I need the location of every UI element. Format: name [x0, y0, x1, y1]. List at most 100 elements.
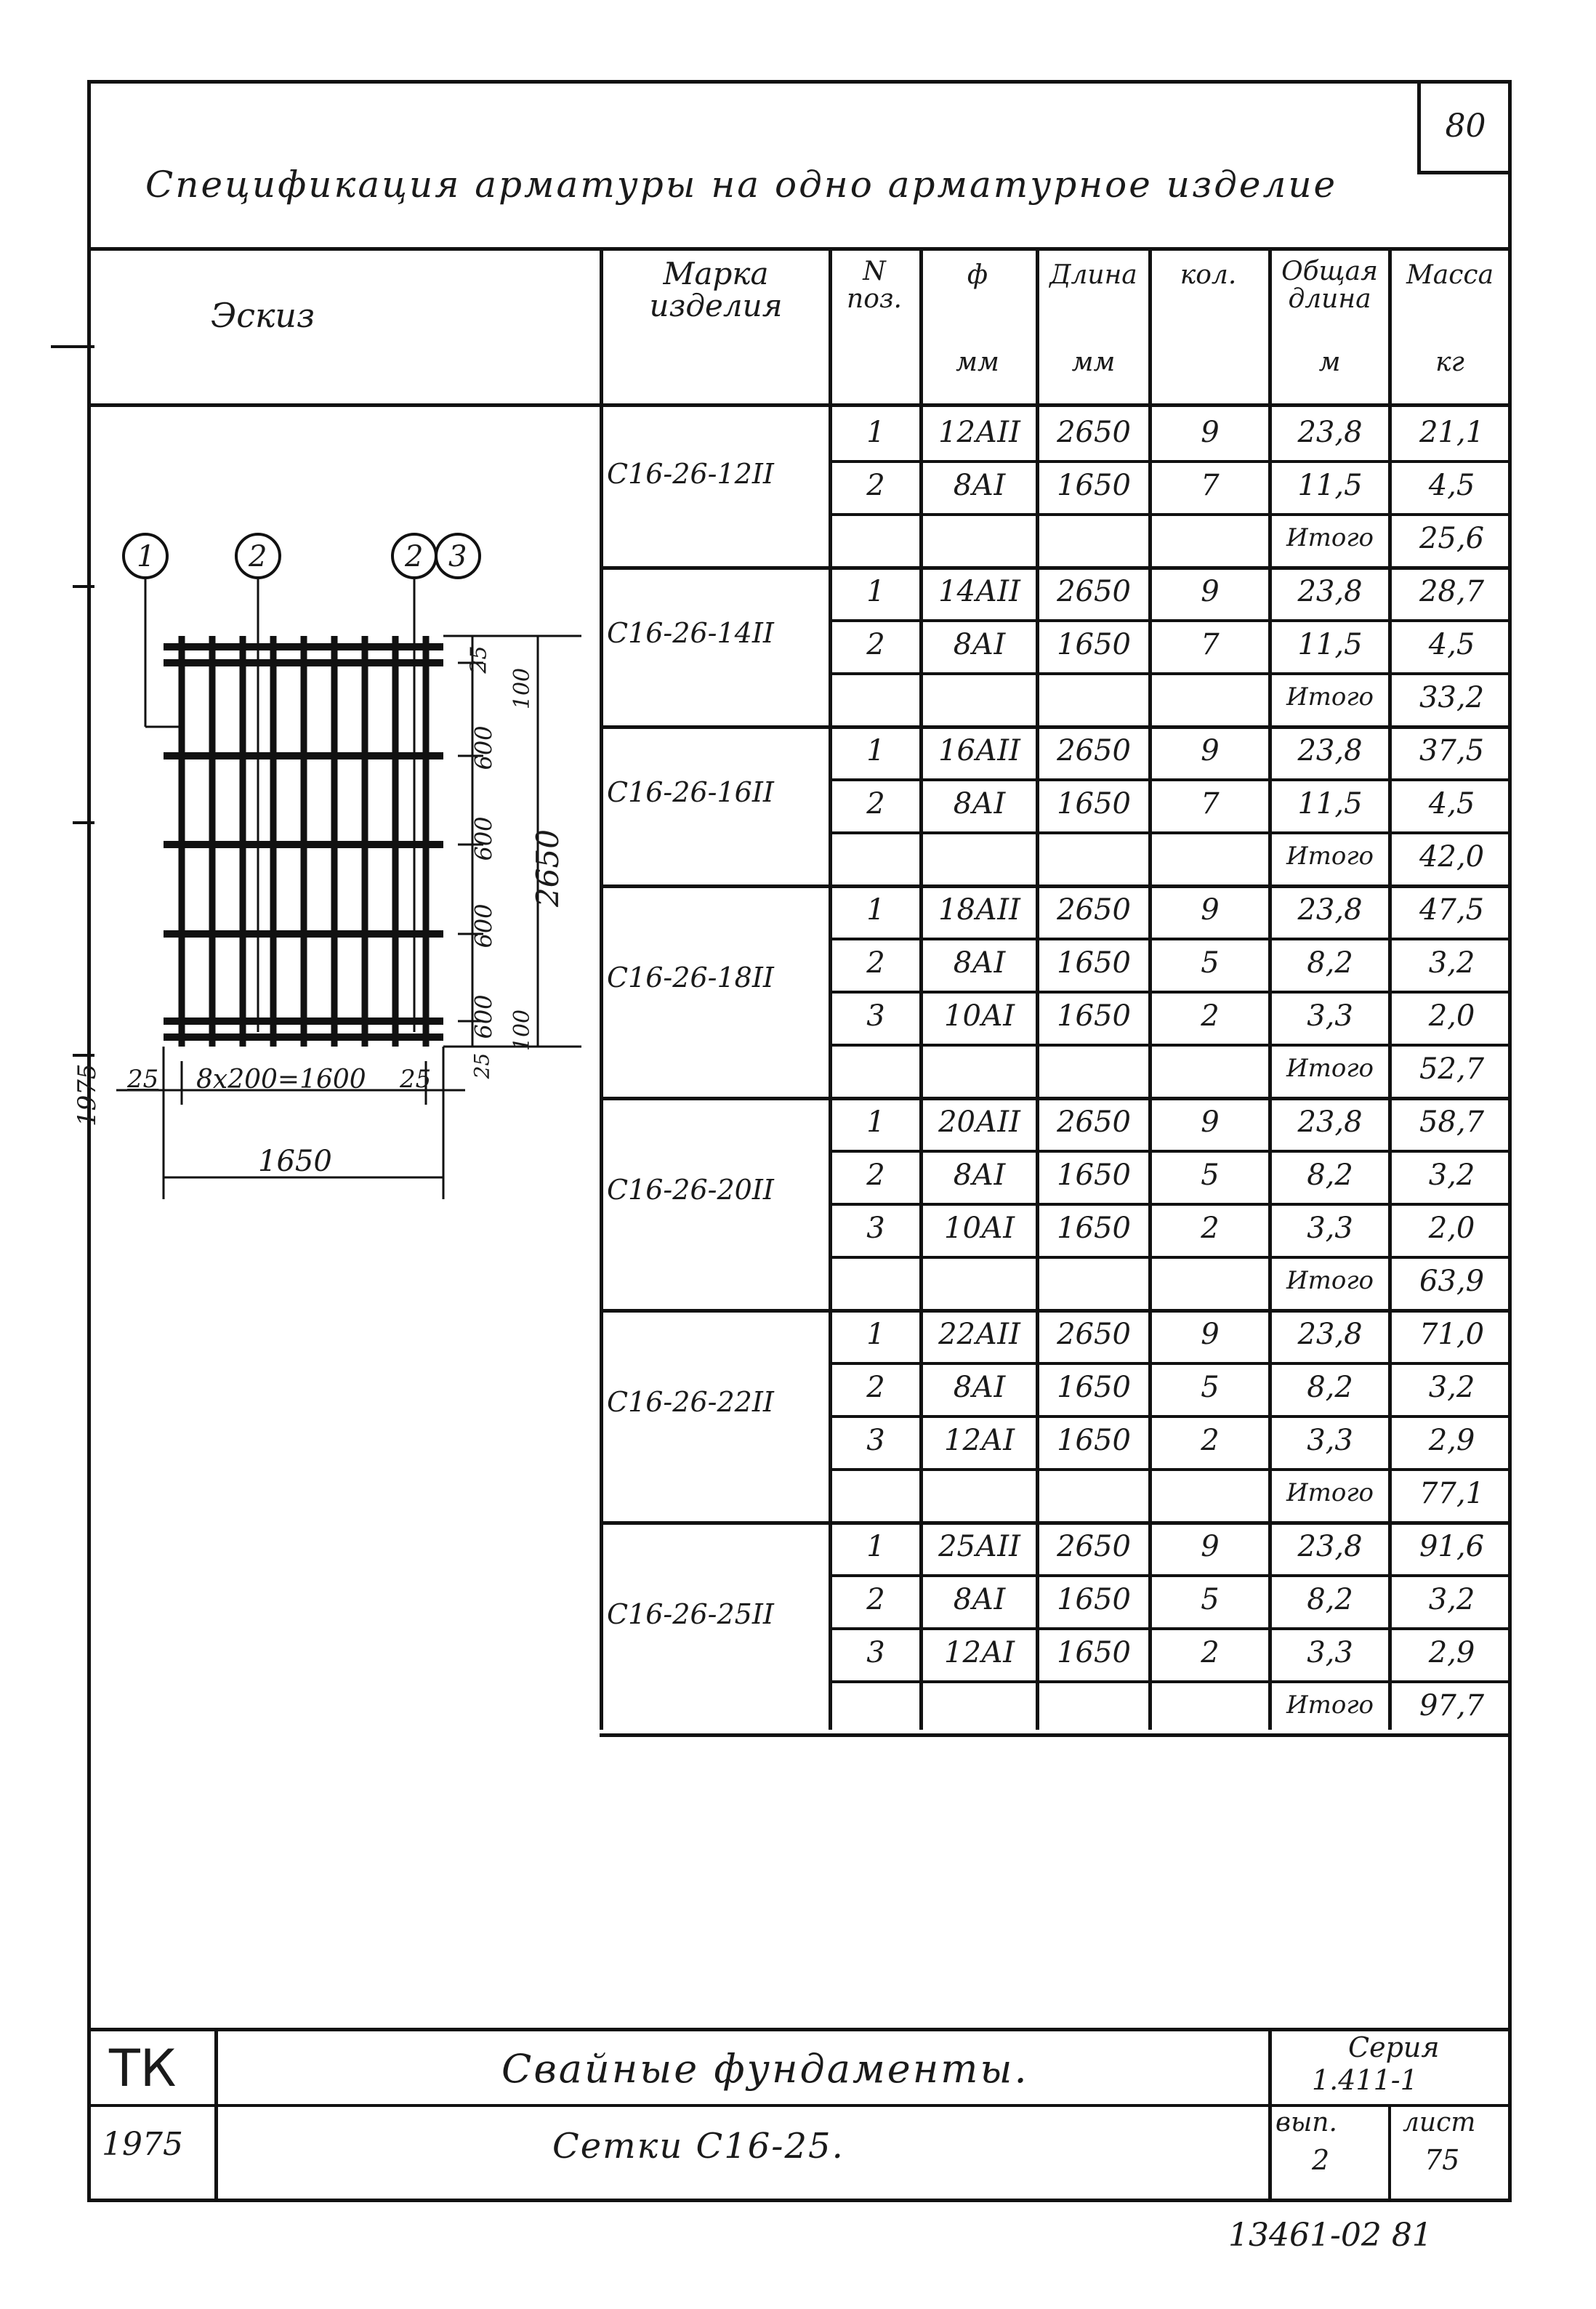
stamp-mid-line [87, 2104, 1512, 2107]
table-cell-tlen: 11,5 [1297, 787, 1363, 821]
total-label: Итого [1286, 1478, 1374, 1507]
table-cell-pos: 2 [866, 787, 885, 821]
stamp-sheet-value: 75 [1424, 2144, 1460, 2176]
table-cell-len: 2650 [1057, 1530, 1131, 1563]
table-cell-mass: 3,2 [1428, 1371, 1475, 1404]
header-length-unit: мм [1071, 347, 1116, 377]
table-cell-mass: 28,7 [1419, 575, 1485, 608]
dim-600-1: 600 [469, 725, 498, 770]
group-line [600, 725, 1512, 729]
table-cell-dia: 25АII [938, 1530, 1020, 1563]
table-cell-mass: 3,2 [1428, 946, 1475, 980]
page-title: Спецификация арматуры на одно арматурное… [145, 164, 1338, 206]
table-cell-tlen: 23,8 [1297, 734, 1363, 767]
table-cell-pos: 3 [866, 1212, 885, 1245]
header-mark: Марка изделия [649, 256, 783, 324]
callout-label-3: 3 [448, 540, 467, 573]
table-cell-mass: 91,6 [1419, 1530, 1485, 1563]
table-cell-pos: 1 [866, 734, 885, 767]
dim-100-top: 100 [509, 667, 536, 710]
table-cell-qty: 2 [1201, 1636, 1220, 1669]
table-cell-pos: 3 [866, 1636, 885, 1669]
table-cell-qty: 9 [1201, 416, 1220, 449]
table-cell-tlen: 8,2 [1307, 1583, 1353, 1616]
dim-right-25: 25 [400, 1065, 432, 1094]
table-cell-len: 2650 [1057, 1105, 1131, 1139]
table-cell-len: 1650 [1057, 999, 1131, 1033]
col-divider [1268, 247, 1272, 1730]
total-label: Итого [1286, 523, 1374, 552]
row-line [829, 1150, 1512, 1153]
row-line [829, 1574, 1512, 1577]
total-label: Итого [1286, 1054, 1374, 1083]
table-cell-qty: 7 [1201, 469, 1220, 502]
row-line [829, 619, 1512, 622]
callout-label-2b: 2 [405, 540, 424, 573]
table-cell-pos: 3 [866, 999, 885, 1033]
table-cell-dia: 12АI [944, 1424, 1015, 1457]
table-cell-mass: 2,0 [1428, 1212, 1475, 1245]
header-dia-unit: мм [956, 347, 999, 377]
callout-label-2a: 2 [249, 540, 267, 573]
table-cell-pos: 2 [866, 628, 885, 661]
total-mass: 33,2 [1419, 681, 1485, 714]
row-line [829, 1468, 1512, 1471]
dim-25-top: 25 [466, 645, 492, 674]
table-cell-mass: 4,5 [1428, 628, 1475, 661]
header-sketch: Эскиз [211, 296, 315, 335]
table-cell-pos: 1 [866, 1530, 885, 1563]
row-line [829, 513, 1512, 516]
col-divider [600, 247, 603, 1730]
stamp-issue-value: 2 [1312, 2144, 1330, 2176]
row-line [829, 1256, 1512, 1259]
table-cell-tlen: 3,3 [1307, 999, 1353, 1033]
group-line [600, 566, 1512, 570]
group-line [600, 1309, 1512, 1313]
margin-tick [73, 1054, 94, 1057]
table-cell-len: 1650 [1057, 1212, 1131, 1245]
table-cell-tlen: 8,2 [1307, 946, 1353, 980]
dim-600-4: 600 [469, 994, 498, 1039]
table-cell-len: 1650 [1057, 628, 1131, 661]
table-header-bottom-line [87, 403, 1512, 407]
table-cell-qty: 7 [1201, 787, 1220, 821]
dim-600-3: 600 [469, 903, 498, 948]
table-cell-tlen: 23,8 [1297, 575, 1363, 608]
table-cell-qty: 2 [1201, 1212, 1220, 1245]
stamp-code: ТК [109, 2039, 177, 2098]
table-cell-dia: 10АI [944, 999, 1015, 1033]
total-mass: 97,7 [1419, 1689, 1485, 1722]
table-cell-tlen: 3,3 [1307, 1636, 1353, 1669]
table-cell-tlen: 23,8 [1297, 893, 1363, 927]
col-divider [1388, 247, 1392, 1730]
product-mark: С16-26-20II [607, 1174, 774, 1206]
dim-total-height: 2650 [529, 829, 565, 907]
table-cell-len: 1650 [1057, 946, 1131, 980]
col-divider [1036, 247, 1039, 1730]
col-divider [1148, 247, 1152, 1730]
table-cell-mass: 47,5 [1419, 893, 1485, 927]
product-mark: С16-26-14II [607, 616, 774, 649]
header-pos: N поз. [847, 257, 902, 314]
table-cell-qty: 5 [1201, 1371, 1220, 1404]
table-cell-dia: 14АII [938, 575, 1020, 608]
row-line [829, 1044, 1512, 1047]
table-cell-len: 1650 [1057, 787, 1131, 821]
stamp-divider [214, 2028, 218, 2202]
stamp-series-value: 1.411-1 [1312, 2064, 1418, 2096]
table-cell-qty: 2 [1201, 999, 1220, 1033]
dim-600-2: 600 [469, 816, 498, 861]
header-mass: Масса [1406, 260, 1494, 290]
dim-spacing: 8х200=1600 [196, 1065, 366, 1095]
stamp-year: 1975 [102, 2126, 183, 2163]
total-mass: 42,0 [1419, 840, 1485, 874]
margin-tick [73, 821, 94, 824]
table-top-line [87, 247, 1512, 251]
stamp-divider [1388, 2104, 1391, 2202]
sheet-number: 80 [1417, 81, 1510, 174]
table-cell-len: 2650 [1057, 734, 1131, 767]
table-cell-dia: 8АI [953, 1371, 1006, 1404]
table-cell-tlen: 8,2 [1307, 1371, 1353, 1404]
group-line [600, 1733, 1512, 1737]
stamp-main-title: Свайные фундаменты. [501, 2046, 1029, 2092]
